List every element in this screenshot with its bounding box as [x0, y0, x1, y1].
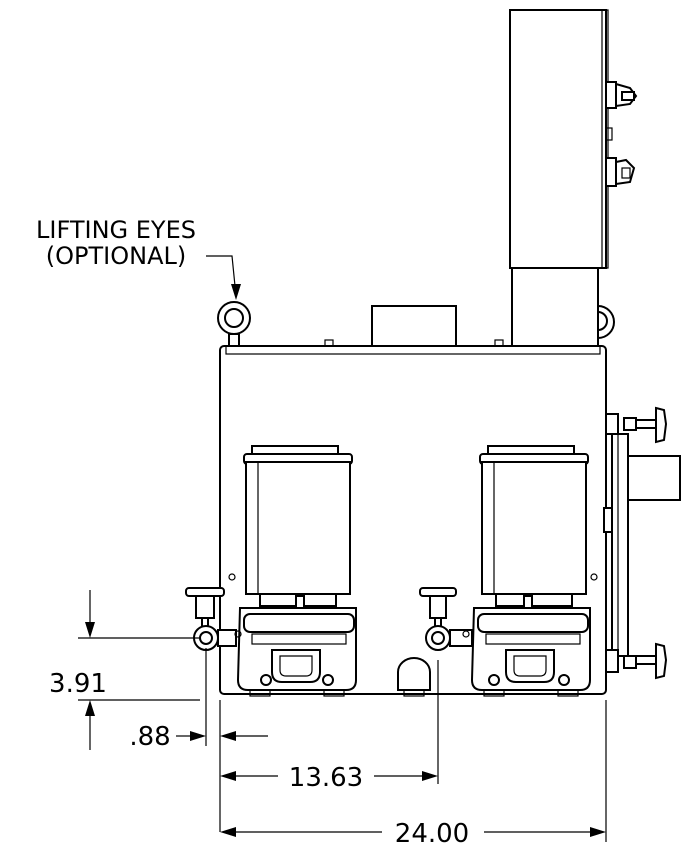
panel-switch-lower [605, 157, 636, 187]
pump-motor-right [470, 445, 591, 697]
control-panel [509, 9, 638, 347]
dimension-vertical: 3.91 [49, 590, 200, 750]
panel-switch-upper [605, 81, 638, 109]
dimension-vertical-value: 3.91 [49, 669, 107, 699]
dimension-left-offset-value: .88 [129, 722, 170, 752]
dimension-center-spacing-value: 13.63 [289, 763, 363, 793]
reservoir-top-box [371, 305, 457, 347]
dimension-left-offset: .88 [129, 648, 268, 832]
handwheel-upper [635, 406, 668, 444]
pump-motor-left [236, 445, 357, 697]
lifting-eyes-label-line2: (OPTIONAL) [46, 242, 186, 270]
lifting-eyes-label-line1: LIFTING EYES [36, 216, 196, 244]
side-bracket [627, 455, 681, 501]
handwheel-lower [635, 642, 668, 680]
lifting-eyes-callout: LIFTING EYES (OPTIONAL) [36, 216, 241, 300]
lifting-eye-left [217, 301, 251, 347]
dimension-overall-width-value: 24.00 [395, 819, 469, 849]
sight-gauge [603, 413, 637, 673]
outlet-valve-right [419, 587, 473, 651]
lifting-eye-right [597, 305, 615, 339]
dimension-overall-width: 24.00 [220, 700, 607, 849]
dimension-center-spacing: 13.63 [220, 660, 439, 793]
